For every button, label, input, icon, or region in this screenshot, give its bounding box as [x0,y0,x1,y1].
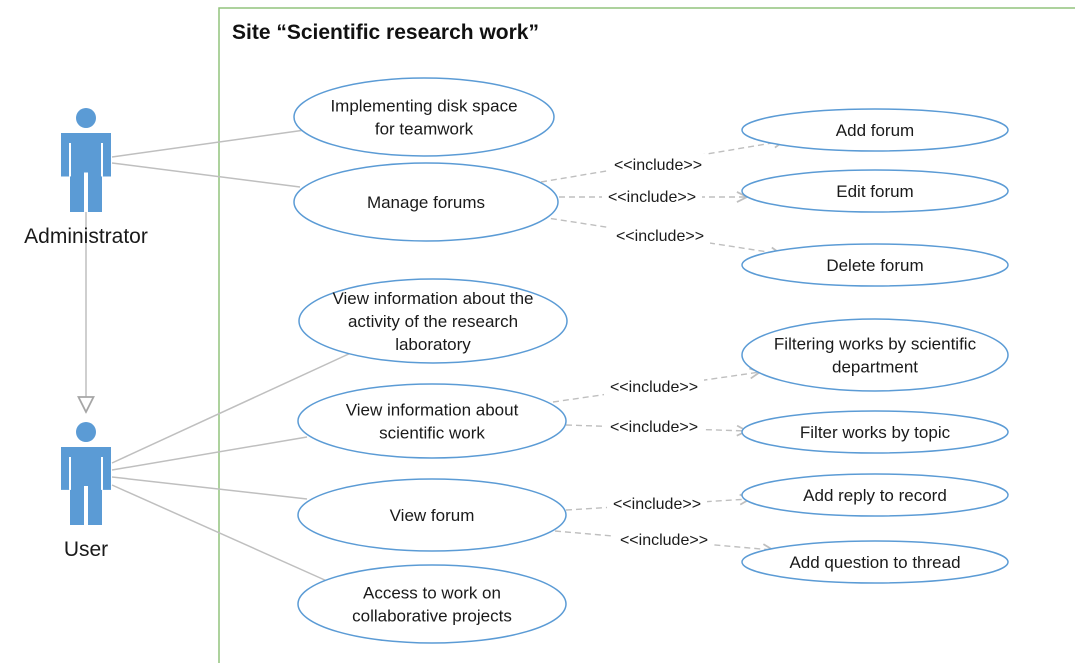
use-case-filter_topic: Filter works by topic [741,410,1009,454]
system-boundary [218,7,1075,663]
use-case-ellipse [297,383,567,459]
use-case-ellipse [298,278,568,364]
include-label: <<include>> [616,228,704,245]
use-case-manage: Manage forums [293,162,559,242]
use-case-ellipse [297,478,567,552]
include-label-bg [614,529,714,549]
include-label-bg [607,493,707,513]
include-label: <<include>> [620,532,708,549]
use-case-label: View forum [390,506,475,525]
include-label-bg [604,416,704,436]
use-case-label: collaborative projects [352,607,512,626]
include-label-bg [608,154,708,174]
actor-label: User [64,538,108,561]
include-label: <<include>> [608,189,696,206]
use-case-label: for teamwork [375,120,474,139]
association-line-user-view_sci [111,436,308,471]
use-case-label: Add forum [836,121,914,140]
include-label-bg [602,186,702,206]
use-case-view_sci: View information about scientific work [297,383,567,459]
use-case-label: Edit forum [836,182,913,201]
use-case-add_reply: Add reply to record [741,473,1009,517]
use-case-ellipse [741,169,1009,213]
boundary-title: Site “Scientific research work” [232,21,539,44]
use-case-label: activity of the research [348,312,518,331]
use-case-label: laboratory [395,335,471,354]
use-case-edit_forum: Edit forum [741,169,1009,213]
use-case-label: View information about [346,401,519,420]
association-line-admin-disk [111,129,306,158]
use-case-delete_forum: Delete forum [741,243,1009,287]
stick-figure-icon [61,422,111,525]
use-case-label: Filter works by topic [800,423,951,442]
include-label: <<include>> [610,379,698,396]
use-case-ellipse [293,77,555,157]
use-case-disk: Implementing disk space for teamwork [293,77,555,157]
use-case-ellipse [741,108,1009,152]
association-line-user-view_lab [111,351,354,464]
stick-figure-icon [61,108,111,212]
use-case-layer: Implementing disk space for teamworkManag… [293,77,1009,644]
include-arrow-view_forum-add_question [554,530,773,550]
include-label-bg [610,225,710,245]
include-label: <<include>> [613,496,701,513]
use-case-label: Add reply to record [803,486,947,505]
use-case-ellipse [741,243,1009,287]
use-case-ellipse [741,540,1009,584]
use-case-ellipse [741,318,1009,392]
association-line-user-view_forum [111,476,308,500]
actor-user: User [61,422,111,561]
include-label: <<include>> [610,419,698,436]
use-case-ellipse [293,162,559,242]
use-case-label: Add question to thread [789,553,960,572]
use-case-add_forum: Add forum [741,108,1009,152]
include-label: <<include>> [614,157,702,174]
use-case-ellipse [297,564,567,644]
use-case-label: Implementing disk space [330,97,517,116]
association-line-user-collab [111,484,328,582]
use-case-label: Filtering works by scientific [774,335,977,354]
use-case-ellipse [741,410,1009,454]
use-case-label: scientific work [379,424,485,443]
actor-label: Administrator [24,225,148,248]
use-case-ellipse [741,473,1009,517]
links-layer: <<include>> <<include>> <<include>> <<inclu… [86,129,784,582]
use-case-view_lab: View information about the activity of th… [298,278,568,364]
use-case-add_question: Add question to thread [741,540,1009,584]
use-case-label: View information about the [333,289,534,308]
association-line-admin-manage [111,162,301,188]
use-case-label: Delete forum [826,256,923,275]
use-case-collab: Access to work on collaborative projects [297,564,567,644]
include-label-bg [604,376,704,396]
use-case-filter_dept: Filtering works by scientific department [741,318,1009,392]
use-case-label: Access to work on [363,584,501,603]
use-case-label: Manage forums [367,193,485,212]
use-case-label: department [832,358,918,377]
actor-admin: Administrator [24,108,148,248]
use-case-view_forum: View forum [297,478,567,552]
